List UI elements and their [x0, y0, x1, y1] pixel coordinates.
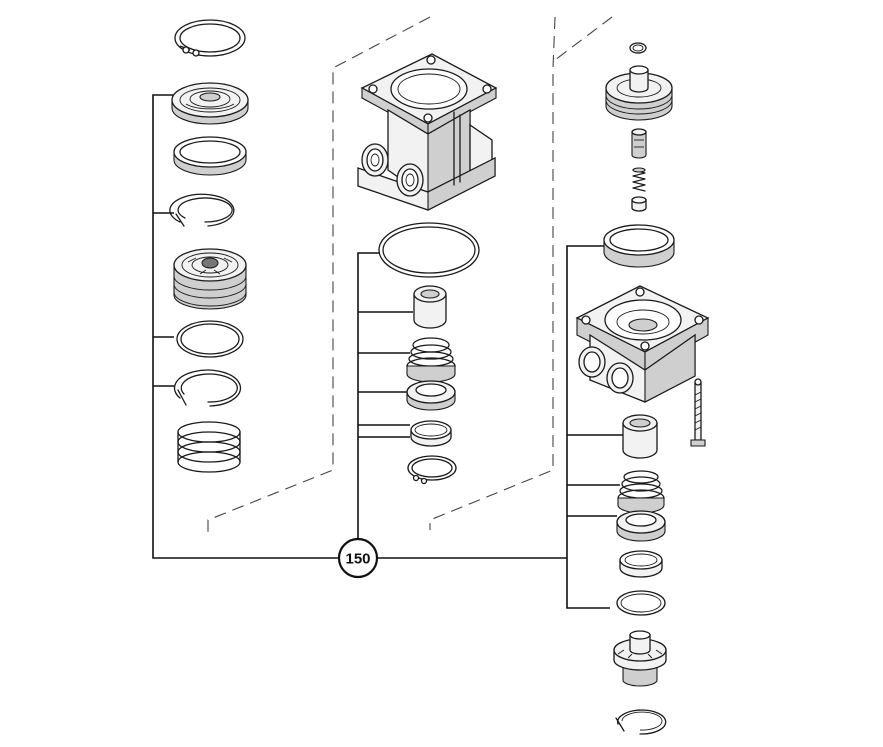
- check-valve-body: [613, 630, 667, 687]
- valve-insert-right: [622, 414, 658, 459]
- piston-body: [173, 248, 247, 310]
- seal-middle: [406, 380, 456, 411]
- middle-parts-column: [357, 53, 498, 485]
- o-ring-middle-large: [378, 222, 480, 278]
- upper-housing: [357, 53, 498, 211]
- right-parts-column: [575, 42, 710, 735]
- o-ring-left-2: [176, 320, 244, 358]
- seal-right: [616, 510, 666, 542]
- thin-ring-right: [616, 590, 666, 616]
- leader-lines: [152, 94, 623, 609]
- dashed-projection-lines: [207, 16, 613, 537]
- small-cap-right: [631, 196, 647, 212]
- left-parts-column: [169, 19, 249, 473]
- o-ring-left-1: [173, 136, 247, 176]
- spring-middle: [406, 337, 456, 383]
- o-ring-right-1: [603, 224, 675, 268]
- snap-ring-top: [174, 19, 246, 57]
- retaining-ring-middle: [407, 455, 457, 485]
- lower-housing: [575, 285, 710, 403]
- o-ring-right-small: [629, 42, 647, 54]
- valve-insert-middle: [413, 285, 447, 329]
- split-ring-left-2: [173, 369, 242, 407]
- split-ring-left-1: [169, 193, 235, 227]
- piston-top-right: [605, 65, 673, 121]
- ring-right: [619, 550, 663, 578]
- ring-middle: [410, 420, 452, 447]
- retaining-ring-right-bottom: [615, 709, 667, 735]
- callout-150: 150: [337, 537, 379, 579]
- spring-left: [177, 421, 241, 473]
- spring-right: [617, 470, 665, 514]
- callout-number: 150: [345, 551, 370, 568]
- bolt-right: [690, 378, 706, 447]
- small-spring-right: [632, 167, 646, 192]
- valve-stem-right: [631, 128, 647, 159]
- piston-cap: [171, 82, 249, 125]
